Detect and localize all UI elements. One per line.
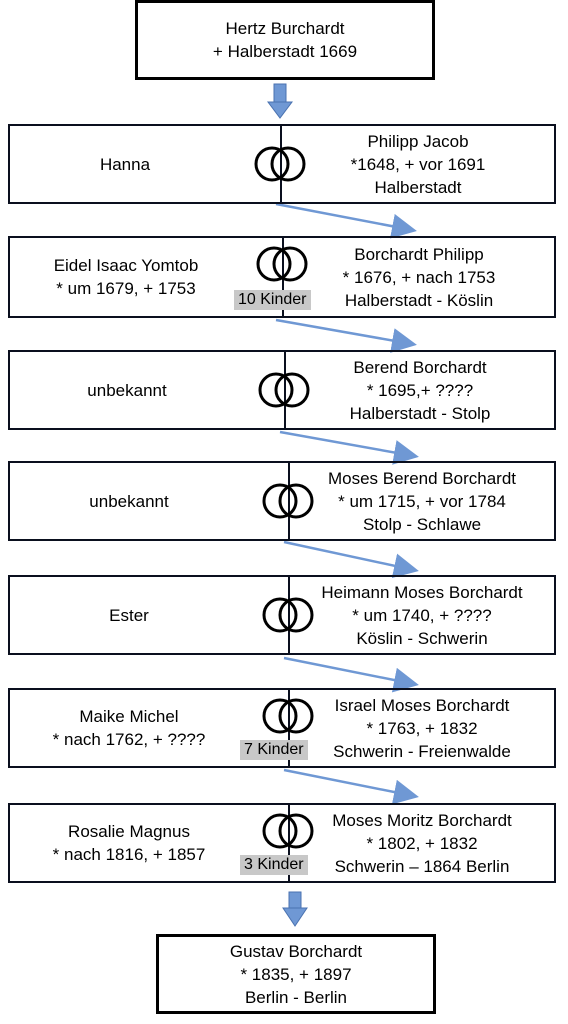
top-person-detail: + Halberstadt 1669 <box>212 42 358 61</box>
row-divider <box>284 352 286 428</box>
row-divider <box>288 577 290 653</box>
descendant-name: Borchardt Philipp <box>354 244 484 264</box>
children-count-badge: 3 Kinder <box>240 855 308 875</box>
couple-row: Ester Heimann Moses Borchardt * um 1740, +… <box>8 575 556 655</box>
spouse-name: Rosalie Magnus <box>68 822 190 841</box>
interlocked-rings-icon <box>254 146 306 182</box>
spouse-name: Hanna <box>99 154 151 174</box>
descendant-places: Köslin - Schwerin <box>356 628 488 648</box>
spouse-dates: * nach 1762, + ???? <box>52 730 206 749</box>
children-count-badge: 10 Kinder <box>234 290 311 310</box>
spouse-cell: unbekannt <box>10 352 244 428</box>
couple-row: Eidel Isaac Yomtob * um 1679, + 1753 Borch… <box>8 236 556 318</box>
bottom-person-box: Gustav Borchardt * 1835, + 1897 Berlin -… <box>156 934 436 1014</box>
bottom-person-places: Berlin - Berlin <box>244 987 348 1007</box>
interlocked-rings-icon <box>262 483 314 519</box>
descendant-dates: * 1676, + nach 1753 <box>342 267 496 287</box>
descent-arrow <box>283 656 419 693</box>
row-divider <box>288 463 290 539</box>
descendant-dates: *1648, + vor 1691 <box>350 154 486 174</box>
descendant-name: Berend Borchardt <box>353 357 487 377</box>
spouse-name: Maike Michel <box>79 707 179 726</box>
descendant-dates: * 1802, + 1832 <box>366 833 478 853</box>
row-divider <box>280 126 282 202</box>
descendant-dates: * 1763, + 1832 <box>366 718 478 738</box>
descendant-dates: * um 1715, + vor 1784 <box>338 491 506 511</box>
spouse-cell: unbekannt <box>10 463 248 539</box>
interlocked-rings-icon <box>262 698 314 734</box>
descent-arrow <box>275 202 417 239</box>
spouse-dates: * um 1679, + 1753 <box>56 279 196 298</box>
bottom-person-dates: * 1835, + 1897 <box>240 964 352 984</box>
descent-arrow <box>275 318 417 353</box>
descendant-cell: Moses Berend Borchardt * um 1715, + vor 1… <box>290 463 554 539</box>
descent-arrow <box>279 430 419 465</box>
descendant-cell: Heimann Moses Borchardt * um 1740, + ????… <box>290 577 554 653</box>
spouse-dates: * nach 1816, + 1857 <box>52 845 206 864</box>
descendant-places: Halberstadt - Köslin <box>344 290 494 310</box>
spouse-name: Eidel Isaac Yomtob <box>53 256 199 275</box>
interlocked-rings-icon <box>262 813 314 849</box>
descendant-name: Heimann Moses Borchardt <box>321 582 523 602</box>
down-arrow-icon <box>267 83 293 119</box>
interlocked-rings-icon <box>258 372 310 408</box>
descendant-dates: * um 1740, + ???? <box>352 605 492 625</box>
spouse-name: Ester <box>109 605 149 625</box>
descendant-name: Philipp Jacob <box>367 131 469 151</box>
spouse-cell: Ester <box>10 577 248 653</box>
descent-arrow <box>283 540 419 579</box>
descendant-places: Schwerin – 1864 Berlin <box>334 856 510 876</box>
couple-row: Rosalie Magnus * nach 1816, + 1857 Moses M… <box>8 803 556 883</box>
descendant-places: Halberstadt - Stolp <box>349 403 491 423</box>
descendant-cell: Berend Borchardt * 1695,+ ???? Halberstadt… <box>286 352 554 428</box>
interlocked-rings-icon <box>256 246 308 282</box>
spouse-cell: Rosalie Magnus * nach 1816, + 1857 <box>10 805 248 881</box>
descendant-name: Moses Berend Borchardt <box>327 468 517 488</box>
interlocked-rings-icon <box>262 597 314 633</box>
couple-row: unbekannt Berend Borchardt * 1695,+ ???? Ha… <box>8 350 556 430</box>
spouse-name: unbekannt <box>87 380 167 400</box>
spouse-cell: Maike Michel * nach 1762, + ???? <box>10 690 248 766</box>
couple-row: Maike Michel * nach 1762, + ???? Israel Mo… <box>8 688 556 768</box>
descendant-name: Moses Moritz Borchardt <box>332 810 512 830</box>
top-person-box: Hertz Burchardt + Halberstadt 1669 <box>135 0 435 80</box>
children-count-badge: 7 Kinder <box>240 740 308 760</box>
descent-arrow <box>283 768 419 805</box>
descendant-places: Schwerin - Freienwalde <box>333 741 511 761</box>
descendant-name: Israel Moses Borchardt <box>334 695 510 715</box>
top-person-name: Hertz Burchardt <box>225 19 345 38</box>
down-arrow-icon <box>282 891 308 927</box>
descendant-dates: * 1695,+ ???? <box>366 380 474 400</box>
spouse-name: unbekannt <box>89 491 169 511</box>
bottom-person-name: Gustav Borchardt <box>229 941 363 961</box>
spouse-cell: Hanna <box>10 126 240 202</box>
descendant-places: Stolp - Schlawe <box>362 514 482 534</box>
spouse-cell: Eidel Isaac Yomtob * um 1679, + 1753 <box>10 238 242 316</box>
descendant-places: Halberstadt <box>374 177 462 197</box>
couple-row: unbekannt Moses Berend Borchardt * um 1715… <box>8 461 556 541</box>
